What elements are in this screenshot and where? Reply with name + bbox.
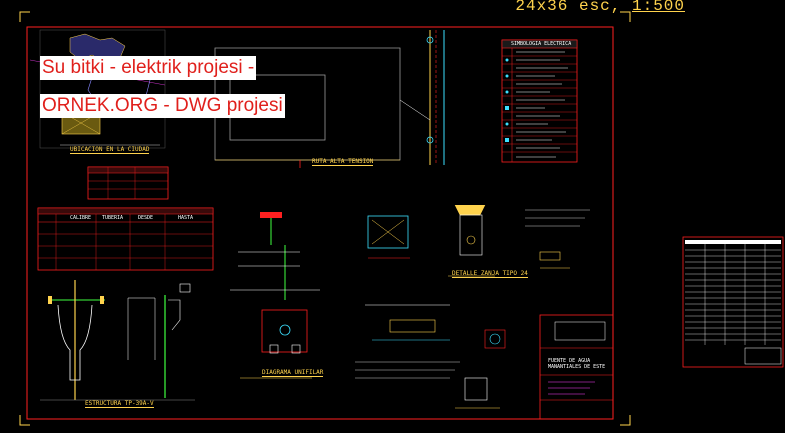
- symbology-table: [501, 39, 578, 163]
- trench-details: [367, 204, 590, 277]
- col-calibre: CALIBRE: [70, 215, 92, 221]
- single-line-diagram: [230, 212, 320, 379]
- col-hasta: HASTA: [178, 215, 194, 221]
- col-tuberia: TUBERIA: [102, 215, 124, 221]
- grounding-details: [355, 304, 506, 409]
- scale-prefix: 24x36 esc,: [515, 0, 632, 15]
- location-map-label: UBICACION EN LA CIUDAD: [70, 146, 150, 154]
- location-map: [29, 29, 166, 149]
- circuit-table-small: [87, 166, 169, 200]
- sheet-corner-marks: [19, 11, 631, 426]
- structure-label: ESTRUCTURA TP-39A-V: [85, 400, 154, 408]
- diagram-label: DIAGRAMA UNIFILAR: [262, 369, 324, 377]
- trench-label: DETALLE ZANJA TIPO 24: [452, 270, 528, 278]
- scale-value: 1:500: [631, 0, 685, 15]
- title-block: [539, 314, 614, 420]
- title-block-name: FUENTE DE AGUA MANANTIALES DE ESTE: [548, 358, 606, 370]
- route-label: RUTA ALTA TENSION: [312, 158, 374, 166]
- symbology-title: SIMBOLOGIA ELECTRICA: [511, 41, 572, 47]
- caption-line-2: ORNEK.ORG - DWG projesi: [40, 94, 285, 118]
- pole-structure-drawing: [40, 280, 195, 401]
- sheet-border: [26, 26, 614, 420]
- conductor-table: [37, 207, 214, 271]
- col-desde: DESDE: [138, 215, 154, 221]
- caption-line-1: Su bitki - elektrik projesi -: [40, 56, 257, 80]
- scale-label: 24x36 esc, 1:500: [515, 0, 685, 15]
- secondary-sheet: [682, 236, 784, 368]
